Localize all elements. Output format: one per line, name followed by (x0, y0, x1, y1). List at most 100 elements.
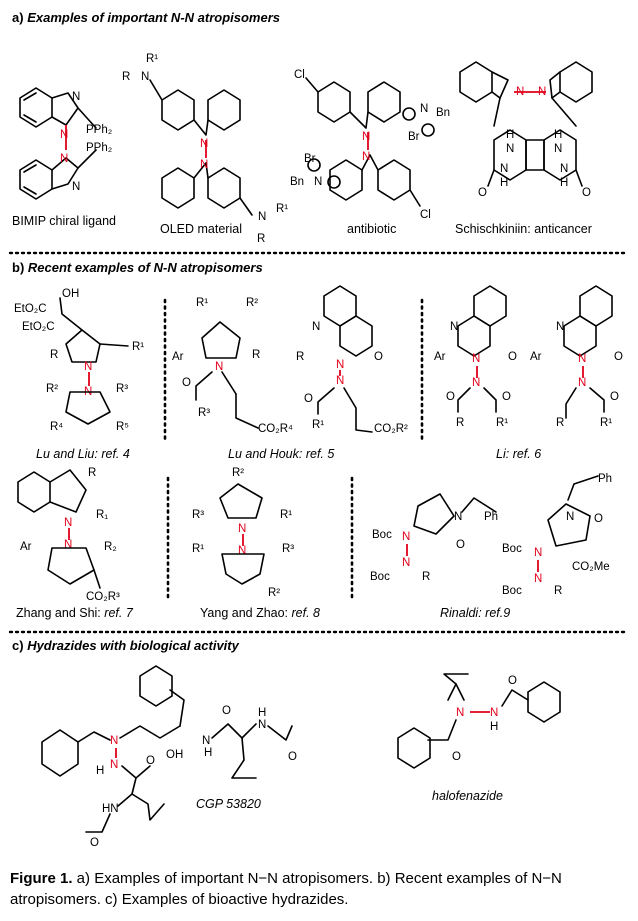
svg-text:R: R (257, 233, 265, 245)
label-halofenazide: halofenazide (432, 789, 503, 803)
svg-text:OH: OH (166, 749, 183, 761)
structure-oled: R N R¹ N N N R¹ R OLED material (122, 53, 288, 245)
label-schischkiniin: Schischkiniin: anticancer (455, 222, 592, 236)
svg-text:N: N (420, 103, 428, 115)
svg-text:R¹: R¹ (312, 419, 324, 431)
svg-text:PPh₂: PPh₂ (86, 124, 112, 136)
svg-text:O: O (614, 351, 623, 363)
svg-text:N: N (402, 557, 410, 569)
svg-text:R: R (554, 585, 562, 597)
svg-text:N: N (314, 176, 322, 188)
svg-text:O: O (610, 391, 619, 403)
svg-text:Br: Br (408, 131, 420, 143)
svg-text:Br: Br (304, 153, 316, 165)
svg-text:R¹: R¹ (496, 417, 508, 429)
svg-text:CO₂R²: CO₂R² (374, 423, 408, 435)
svg-text:R: R (50, 349, 58, 361)
svg-text:R₁: R₁ (96, 509, 108, 521)
svg-text:N: N (490, 707, 498, 719)
svg-text:N: N (362, 151, 370, 163)
svg-text:Cl: Cl (420, 209, 431, 221)
svg-text:R²: R² (268, 587, 280, 599)
figure-caption: Figure 1. a) Examples of important N−N a… (10, 868, 630, 910)
ref-yang-zhao: Yang and Zhao: ref. 8 (200, 606, 320, 620)
svg-text:H: H (490, 721, 498, 733)
svg-text:N: N (72, 91, 80, 103)
ref-lu-houk: Lu and Houk: ref. 5 (228, 447, 334, 461)
svg-text:R¹: R¹ (196, 297, 208, 309)
svg-text:Ar: Ar (172, 351, 184, 363)
structure-li: N Ar O N N O O R R¹ N Ar O N N O R R¹ Li… (434, 285, 623, 461)
svg-text:Ar: Ar (530, 351, 542, 363)
svg-text:N: N (560, 163, 568, 175)
label-oled: OLED material (160, 222, 242, 236)
svg-text:R⁵: R⁵ (116, 421, 129, 433)
svg-text:N: N (538, 86, 546, 98)
svg-text:O: O (508, 351, 517, 363)
svg-text:Bn: Bn (436, 107, 450, 119)
svg-text:N: N (200, 138, 208, 150)
svg-text:N: N (238, 523, 246, 535)
svg-text:R³: R³ (282, 543, 294, 555)
svg-text:O: O (446, 391, 455, 403)
svg-text:R: R (296, 351, 304, 363)
svg-text:H: H (96, 765, 104, 777)
structure-zhang-shi: R R₁ N N Ar R₂ CO₂R³ Zhang and Shi: ref.… (16, 467, 134, 620)
svg-text:R₂: R₂ (104, 541, 117, 553)
svg-text:CO₂Me: CO₂Me (572, 561, 610, 573)
svg-text:H: H (506, 129, 514, 141)
svg-text:N: N (500, 163, 508, 175)
svg-text:CO₂R⁴: CO₂R⁴ (258, 423, 293, 435)
svg-text:N: N (110, 759, 118, 771)
svg-text:N: N (238, 545, 246, 557)
structure-antibiotic: Cl Cl N Bn Br Br Bn N N N antibiotic (290, 69, 450, 236)
svg-text:HN: HN (102, 803, 119, 815)
svg-text:R¹: R¹ (280, 509, 292, 521)
svg-text:N: N (554, 143, 562, 155)
svg-text:N: N (110, 735, 118, 747)
svg-text:Cl: Cl (294, 69, 305, 81)
svg-text:EtO₂C: EtO₂C (14, 303, 47, 315)
svg-text:N: N (215, 361, 223, 373)
svg-text:N: N (556, 321, 564, 333)
svg-text:CO₂R³: CO₂R³ (86, 591, 120, 603)
svg-text:O: O (452, 751, 461, 763)
svg-text:N: N (362, 131, 370, 143)
svg-text:N: N (402, 531, 410, 543)
svg-text:R¹: R¹ (276, 203, 288, 215)
ref-rinaldi: Rinaldi: ref.9 (440, 606, 510, 620)
section-a-header: a) Examples of important N-N atropisomer… (12, 10, 280, 25)
structure-lu-houk: R¹ R² Ar R N O R³ CO₂R⁴ N N N R O O R¹ C… (172, 285, 408, 461)
svg-text:N: N (258, 211, 266, 223)
ref-lu-liu: Lu and Liu: ref. 4 (36, 447, 130, 461)
structure-cgp-53820: N OH N H O H N O N H O HN O CGP 53820 (41, 665, 297, 849)
svg-text:R³: R³ (192, 509, 204, 521)
svg-text:Boc: Boc (372, 529, 392, 541)
svg-text:R: R (88, 467, 96, 479)
svg-text:N: N (258, 719, 266, 731)
structure-rinaldi: N Ph O Boc N N Boc R N O Ph Boc N N Boc … (370, 473, 612, 620)
svg-text:N: N (64, 517, 72, 529)
svg-text:Ar: Ar (434, 351, 446, 363)
svg-text:OH: OH (62, 288, 79, 300)
svg-text:N: N (84, 361, 92, 373)
svg-text:O: O (90, 837, 99, 849)
svg-text:N: N (64, 539, 72, 551)
svg-text:O: O (508, 675, 517, 687)
svg-text:R²: R² (232, 467, 244, 479)
svg-text:R¹: R¹ (192, 543, 204, 555)
svg-text:Bn: Bn (290, 176, 304, 188)
section-c-header: c) Hydrazides with biological activity (12, 638, 240, 653)
ref-zhang-shi: Zhang and Shi: ref. 7 (16, 606, 134, 620)
structure-yang-zhao: R² R³ R¹ N N R¹ R³ R² Yang and Zhao: ref… (192, 467, 320, 620)
structure-schischkiniin: O O N N H N H N H N H N Schischkiniin: a… (455, 61, 593, 236)
svg-text:R²: R² (246, 297, 258, 309)
svg-text:O: O (182, 377, 191, 389)
caption-label: Figure 1. (10, 870, 73, 887)
svg-text:N: N (336, 359, 344, 371)
svg-text:N: N (202, 735, 210, 747)
svg-text:N: N (578, 353, 586, 365)
svg-text:O: O (222, 705, 231, 717)
svg-text:H: H (500, 177, 508, 189)
figure-canvas: a) Examples of important N-N atropisomer… (8, 10, 628, 849)
